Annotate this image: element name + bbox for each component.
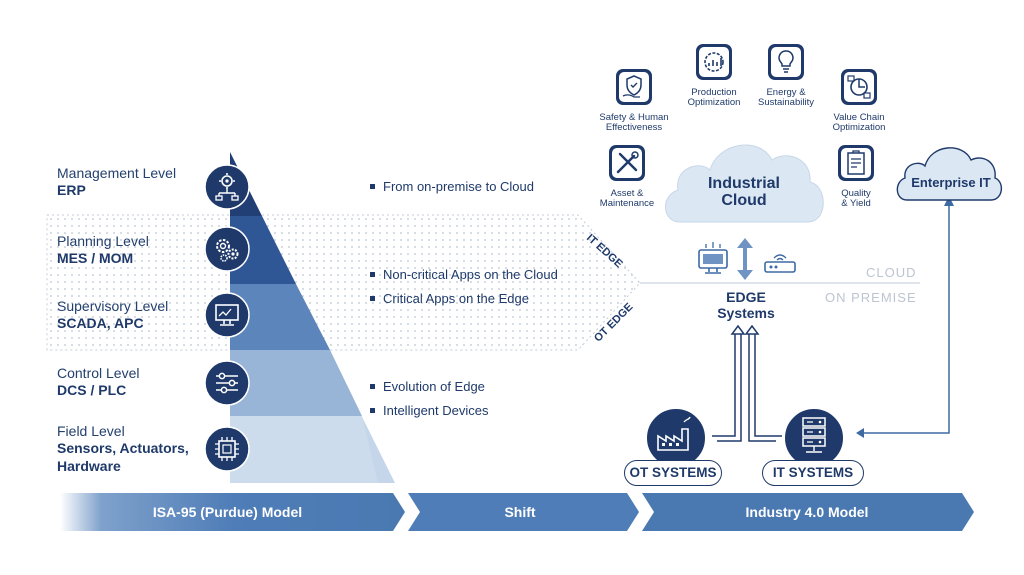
shift-group-apps: Non-critical Apps on the Cloud Critical … (370, 263, 558, 311)
edge-line-2: Systems (717, 305, 775, 321)
cloud-line-1: Industrial (707, 175, 780, 192)
isa95-pyramid (230, 152, 395, 483)
on-premise-zone-label: ON PREMISE (825, 290, 917, 305)
use-case-line: Sustainability (758, 97, 814, 108)
it-systems-label: IT SYSTEMS (762, 460, 864, 486)
use-case-asset-label: Asset & Maintenance (577, 189, 677, 209)
band-isa95-label: ISA-95 (Purdue) Model (152, 504, 303, 520)
use-case-line: Asset & (610, 188, 644, 199)
level-name: Planning Level (57, 233, 149, 249)
use-case-line: Effectiveness (605, 122, 663, 133)
wrench-screwdriver-icon (609, 145, 645, 181)
enterprise-it-label: Enterprise IT (911, 175, 991, 190)
level-control: Control Level DCS / PLC (57, 365, 140, 399)
production-chart-icon (696, 44, 732, 80)
shift-bullet: Intelligent Devices (370, 399, 489, 423)
level-system-line-1: Sensors, Actuators, (57, 440, 189, 456)
use-case-production-label: Production Optimization (664, 88, 764, 108)
lightbulb-icon (768, 44, 804, 80)
level-name: Supervisory Level (57, 298, 169, 314)
level-name: Control Level (57, 365, 140, 381)
band-shift-shape (408, 493, 639, 531)
use-case-line: Energy & (766, 87, 806, 98)
ot-systems-label: OT SYSTEMS (624, 460, 722, 486)
cloud-edge-double-arrow (737, 238, 753, 280)
level-planning: Planning Level MES / MOM (57, 233, 149, 267)
level-field: Field Level Sensors, Actuators, Hardware (57, 423, 189, 475)
gear-network-icon (204, 164, 250, 210)
use-case-safety-label: Safety & Human Effectiveness (585, 113, 683, 133)
use-case-value-chain (840, 68, 878, 111)
ot-systems-node (645, 407, 707, 468)
use-case-production (695, 43, 733, 86)
pyramid-layer-supervisory (230, 284, 330, 350)
pyramid-layer-field (230, 416, 378, 483)
use-case-line: Production (691, 87, 737, 98)
shift-bullet: Critical Apps on the Edge (370, 287, 558, 311)
level-system: ERP (57, 182, 86, 198)
use-case-safety (612, 68, 656, 111)
edge-computer-icon (698, 242, 728, 274)
industrial-cloud-label: Industrial Cloud (676, 175, 812, 209)
edge-router-icon (764, 254, 796, 273)
ot-to-edge-connector (712, 324, 746, 442)
band-isa95-shape (60, 493, 405, 531)
use-case-quality-label: Quality & Yield (806, 189, 906, 209)
use-case-energy (767, 43, 805, 86)
it-to-edge-connector (744, 324, 782, 442)
pyramid-layer-planning (230, 216, 296, 284)
server-rack-icon (802, 417, 826, 453)
shift-bullet: From on-premise to Cloud (370, 179, 534, 194)
use-case-line: Maintenance (599, 198, 655, 209)
use-case-line: Safety & Human (599, 112, 669, 123)
use-case-line: & Yield (841, 198, 871, 209)
band-industry-label: Industry 4.0 Model (745, 504, 869, 520)
industrial-cloud-shape (665, 144, 824, 223)
shield-hand-icon (616, 69, 652, 105)
sliders-icon (204, 360, 250, 406)
level-system: SCADA, APC (57, 315, 144, 331)
enterprise-it-cloud-shape (896, 147, 1002, 201)
use-case-asset (608, 144, 646, 187)
shift-bullet: Evolution of Edge (370, 375, 489, 399)
it-systems-node (783, 407, 845, 468)
level-system-line-2: Hardware (57, 458, 121, 474)
edge-line-1: EDGE (726, 289, 766, 305)
edge-zone (47, 215, 640, 350)
band-industry-shape (642, 493, 974, 531)
use-case-quality (837, 144, 875, 187)
level-system: MES / MOM (57, 250, 134, 266)
value-chain-icon (841, 69, 877, 105)
use-case-value-chain-label: Value Chain Optimization (809, 113, 909, 133)
gears-icon (204, 226, 250, 272)
monitor-icon (204, 292, 250, 338)
cloud-zone-label: CLOUD (866, 265, 917, 280)
factory-icon (657, 416, 691, 451)
cloud-line-2: Cloud (721, 192, 767, 209)
bottom-band (60, 493, 974, 531)
it-to-enterprise-connector (856, 196, 954, 438)
use-case-line: Optimization (832, 122, 886, 133)
level-supervisory: Supervisory Level SCADA, APC (57, 298, 168, 332)
quality-clipboard-icon (838, 145, 874, 181)
level-name: Management Level (57, 165, 177, 181)
pyramid-layer-control (230, 350, 362, 416)
chip-icon (204, 426, 250, 472)
edge-systems-label: EDGE Systems (700, 289, 792, 321)
shift-group-cloud: From on-premise to Cloud (370, 179, 534, 194)
use-case-energy-label: Energy & Sustainability (736, 88, 836, 108)
shift-group-edge: Evolution of Edge Intelligent Devices (370, 375, 489, 423)
shift-bullet: Non-critical Apps on the Cloud (370, 263, 558, 287)
level-name: Field Level (57, 423, 125, 439)
level-system: DCS / PLC (57, 382, 127, 398)
level-management: Management Level ERP (57, 165, 176, 199)
use-case-line: Optimization (687, 97, 741, 108)
use-case-line: Value Chain (833, 112, 885, 123)
band-shift-label: Shift (504, 504, 536, 520)
use-case-line: Quality (841, 188, 871, 199)
